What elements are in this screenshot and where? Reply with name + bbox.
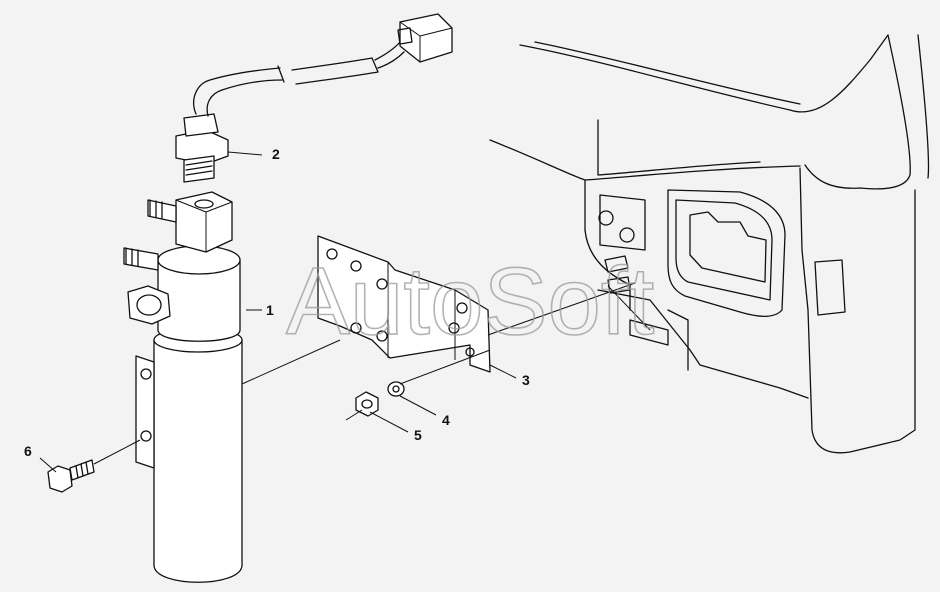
callout-leaders: [39, 151, 517, 473]
mounting-bracket: [317, 235, 491, 373]
bolt: [47, 459, 95, 493]
callout-6: 6: [24, 443, 32, 459]
nut: [355, 391, 379, 417]
callout-3: 3: [522, 372, 530, 388]
pressure-switch: [175, 13, 453, 183]
callout-1: 1: [266, 302, 274, 318]
receiver-drier: [123, 191, 243, 583]
watermark: AutoSoft: [286, 248, 654, 355]
vehicle-body-panel: [489, 34, 930, 454]
assembly-lines: [93, 282, 636, 465]
callout-4: 4: [442, 412, 450, 428]
callout-5: 5: [414, 427, 422, 443]
washer: [387, 381, 405, 397]
callout-2: 2: [272, 146, 280, 162]
